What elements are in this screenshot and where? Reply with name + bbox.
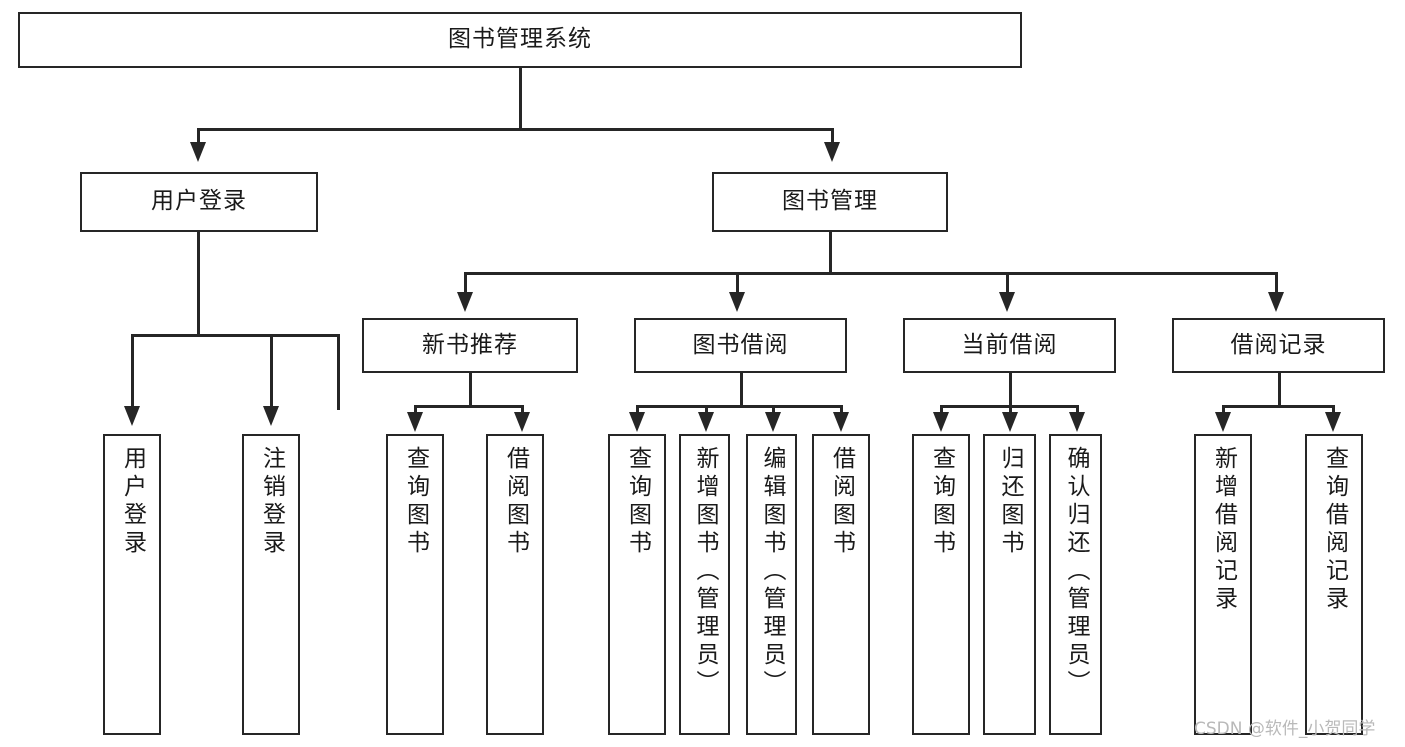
connector-userlogin-bus <box>131 334 340 337</box>
node-book-borrow-label: 图书借阅 <box>692 331 789 358</box>
connector-bookborrow-stem <box>740 373 743 407</box>
connector-newbook-drop-2 <box>521 405 524 415</box>
arrow-icon-bookborrow-1 <box>629 412 645 432</box>
arrow-icon-bookborrow-2 <box>698 412 714 432</box>
leaf-newbook-borrow-books[interactable]: 借阅图书 <box>486 434 544 735</box>
connector-userlogin-drop-1 <box>131 334 134 410</box>
arrow-icon-userlogin-2 <box>263 406 279 426</box>
leaf-bookborrow-query-books[interactable]: 查询图书 <box>608 434 666 735</box>
connector-userlogin-bus-right <box>270 334 340 337</box>
connector-borrowrecord-bus <box>1222 405 1335 408</box>
node-current-borrow-label: 当前借阅 <box>961 331 1058 358</box>
connector-bookborrow-drop-2 <box>705 405 708 415</box>
leaf-logout[interactable]: 注销登录 <box>242 434 300 735</box>
arrow-icon-currentborrow-2 <box>1002 412 1018 432</box>
connector-tier2-drop-2 <box>831 128 834 146</box>
connector-tier3-drop-2 <box>736 272 739 296</box>
leaf-bookborrow-edit-book-admin[interactable]: 编辑图书（管理员） <box>746 434 797 735</box>
arrow-icon-newbook-1 <box>407 412 423 432</box>
node-root-system-label: 图书管理系统 <box>448 26 592 53</box>
leaf-borrowrecord-add-record[interactable]: 新增借阅记录 <box>1194 434 1252 735</box>
leaf-user-login-label: 用户登录 <box>119 446 146 558</box>
node-current-borrow[interactable]: 当前借阅 <box>903 318 1116 373</box>
node-root-system[interactable]: 图书管理系统 <box>18 12 1022 68</box>
arrow-icon-currentborrow-1 <box>933 412 949 432</box>
connector-currentborrow-drop-2 <box>1009 405 1012 415</box>
arrow-icon-tier2-2 <box>824 142 840 162</box>
connector-tier2-drop-1 <box>197 128 200 146</box>
arrow-icon-userlogin-1 <box>124 406 140 426</box>
leaf-bookborrow-add-book-admin-label: 新增图书（管理员） <box>692 446 718 698</box>
leaf-borrowrecord-query-record[interactable]: 查询借阅记录 <box>1305 434 1363 735</box>
leaf-newbook-query-books[interactable]: 查询图书 <box>386 434 444 735</box>
connector-tier3-drop-1 <box>464 272 467 296</box>
connector-borrowrecord-drop-2 <box>1332 405 1335 415</box>
connector-userlogin-drop-2 <box>337 334 340 410</box>
node-borrow-record-label: 借阅记录 <box>1230 331 1327 358</box>
connector-borrowrecord-stem <box>1278 373 1281 407</box>
leaf-currentborrow-confirm-return-admin[interactable]: 确认归还（管理员） <box>1049 434 1102 735</box>
connector-bookmgmt-stem <box>829 232 832 274</box>
arrow-icon-newbook-2 <box>514 412 530 432</box>
connector-bookborrow-drop-1 <box>636 405 639 415</box>
connector-currentborrow-stem <box>1009 373 1012 407</box>
node-book-management[interactable]: 图书管理 <box>712 172 948 232</box>
node-user-login[interactable]: 用户登录 <box>80 172 318 232</box>
arrow-icon-tier3-2 <box>729 292 745 312</box>
arrow-icon-bookborrow-3 <box>765 412 781 432</box>
leaf-bookborrow-borrow-books[interactable]: 借阅图书 <box>812 434 870 735</box>
node-user-login-label: 用户登录 <box>151 188 247 215</box>
connector-borrowrecord-drop-1 <box>1222 405 1225 415</box>
connector-root-stem <box>519 68 522 130</box>
node-new-book-recommend[interactable]: 新书推荐 <box>362 318 578 373</box>
connector-bookborrow-drop-3 <box>772 405 775 415</box>
connector-userlogin-stem <box>197 232 200 336</box>
leaf-currentborrow-query-books[interactable]: 查询图书 <box>912 434 970 735</box>
leaf-currentborrow-return-books-label: 归还图书 <box>997 446 1023 558</box>
connector-bookborrow-bus <box>636 405 843 408</box>
node-book-borrow[interactable]: 图书借阅 <box>634 318 847 373</box>
arrow-icon-currentborrow-3 <box>1069 412 1085 432</box>
leaf-bookborrow-borrow-books-label: 借阅图书 <box>828 446 855 558</box>
connector-newbook-bus <box>414 405 524 408</box>
leaf-currentborrow-confirm-return-admin-label: 确认归还（管理员） <box>1063 446 1089 698</box>
leaf-logout-label: 注销登录 <box>258 446 285 558</box>
leaf-borrowrecord-add-record-label: 新增借阅记录 <box>1210 446 1237 614</box>
leaf-bookborrow-edit-book-admin-label: 编辑图书（管理员） <box>759 446 785 698</box>
connector-tier2-bus <box>197 128 834 131</box>
arrow-icon-tier3-4 <box>1268 292 1284 312</box>
arrow-icon-tier3-1 <box>457 292 473 312</box>
connector-currentborrow-drop-1 <box>940 405 943 415</box>
leaf-bookborrow-query-books-label: 查询图书 <box>624 446 651 558</box>
leaf-newbook-borrow-books-label: 借阅图书 <box>502 446 529 558</box>
connector-newbook-drop-1 <box>414 405 417 415</box>
connector-newbook-stem <box>469 373 472 407</box>
node-borrow-record[interactable]: 借阅记录 <box>1172 318 1385 373</box>
arrow-icon-borrowrecord-2 <box>1325 412 1341 432</box>
connector-tier3-bus <box>464 272 1278 275</box>
leaf-currentborrow-query-books-label: 查询图书 <box>928 446 955 558</box>
leaf-borrowrecord-query-record-label: 查询借阅记录 <box>1321 446 1348 614</box>
arrow-icon-bookborrow-4 <box>833 412 849 432</box>
arrow-icon-tier2-1 <box>190 142 206 162</box>
leaf-newbook-query-books-label: 查询图书 <box>402 446 429 558</box>
arrow-icon-borrowrecord-1 <box>1215 412 1231 432</box>
connector-tier3-drop-3 <box>1006 272 1009 296</box>
node-new-book-recommend-label: 新书推荐 <box>422 331 518 358</box>
connector-tier3-drop-4 <box>1275 272 1278 296</box>
connector-currentborrow-drop-3 <box>1076 405 1079 415</box>
leaf-currentborrow-return-books[interactable]: 归还图书 <box>983 434 1036 735</box>
connector-bookborrow-drop-4 <box>840 405 843 415</box>
node-book-management-label: 图书管理 <box>782 188 878 215</box>
leaf-user-login[interactable]: 用户登录 <box>103 434 161 735</box>
connector-userlogin-drop-2b <box>270 334 273 410</box>
arrow-icon-tier3-3 <box>999 292 1015 312</box>
leaf-bookborrow-add-book-admin[interactable]: 新增图书（管理员） <box>679 434 730 735</box>
